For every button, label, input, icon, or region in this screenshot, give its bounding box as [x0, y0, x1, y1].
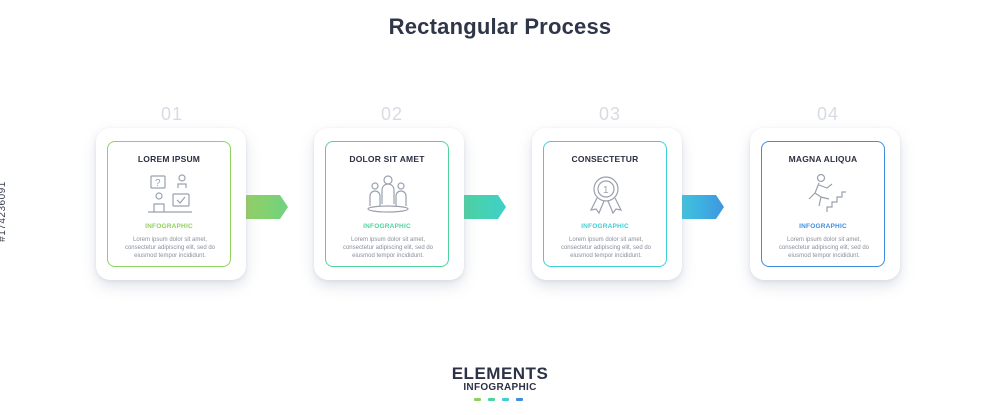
step-number: 03 — [598, 104, 622, 124]
footer-subtitle: INFOGRAPHIC — [463, 382, 537, 393]
footer-brand: ELEMENTS — [451, 364, 549, 383]
svg-text:?: ? — [155, 178, 161, 189]
step-card-frame: LOREM IPSUM ? INFOGRAPHIC Lorem ipsum do… — [107, 141, 231, 267]
step-tag: INFOGRAPHIC — [363, 223, 411, 230]
step-card: CONSECTETUR 1 INFOGRAPHIC Lorem ipsum do… — [532, 128, 682, 280]
footer-dot — [516, 398, 523, 401]
step-tag: INFOGRAPHIC — [799, 223, 847, 230]
question-answer-people-icon: ? — [148, 174, 192, 213]
footer-dot — [488, 398, 495, 401]
step-heading: CONSECTETUR — [571, 154, 639, 164]
step-number: 04 — [816, 104, 840, 124]
man-climbing-stairs-icon — [808, 173, 846, 212]
step-tag: INFOGRAPHIC — [581, 223, 629, 230]
step-heading: DOLOR SIT AMET — [349, 154, 425, 164]
arrow-connector-2 — [458, 195, 506, 219]
footer-dot — [502, 398, 509, 401]
step-description: Lorem ipsum dolor sit amet, consectetur … — [778, 237, 870, 259]
step-description: Lorem ipsum dolor sit amet, consectetur … — [560, 237, 652, 259]
step-description: Lorem ipsum dolor sit amet, consectetur … — [124, 237, 216, 259]
step-heading: MAGNA ALIQUA — [788, 154, 858, 164]
step-number: 02 — [380, 104, 404, 124]
step-card: DOLOR SIT AMET INFOGRAPHIC Lorem ipsum d… — [314, 128, 464, 280]
step-card: MAGNA ALIQUA INFOGRAPHIC Lorem ipsum dol… — [750, 128, 900, 280]
step-card-frame: CONSECTETUR 1 INFOGRAPHIC Lorem ipsum do… — [543, 141, 667, 267]
team-people-icon — [367, 175, 409, 213]
step-description: Lorem ipsum dolor sit amet, consectetur … — [342, 237, 434, 259]
arrow-connector-1 — [240, 195, 288, 219]
step-heading: LOREM IPSUM — [137, 154, 201, 164]
step-card: LOREM IPSUM ? INFOGRAPHIC Lorem ipsum do… — [96, 128, 246, 280]
step-number: 01 — [160, 104, 184, 124]
footer-color-dots — [470, 398, 530, 402]
award-medal-icon: 1 — [589, 176, 623, 215]
arrow-connector-3 — [676, 195, 724, 219]
side-image-id: #174236091 — [0, 181, 8, 242]
step-card-frame: DOLOR SIT AMET INFOGRAPHIC Lorem ipsum d… — [325, 141, 449, 267]
step-tag: INFOGRAPHIC — [145, 223, 193, 230]
page-title: Rectangular Process — [388, 14, 612, 39]
svg-text:1: 1 — [603, 185, 609, 196]
step-card-frame: MAGNA ALIQUA INFOGRAPHIC Lorem ipsum dol… — [761, 141, 885, 267]
footer-dot — [474, 398, 481, 401]
